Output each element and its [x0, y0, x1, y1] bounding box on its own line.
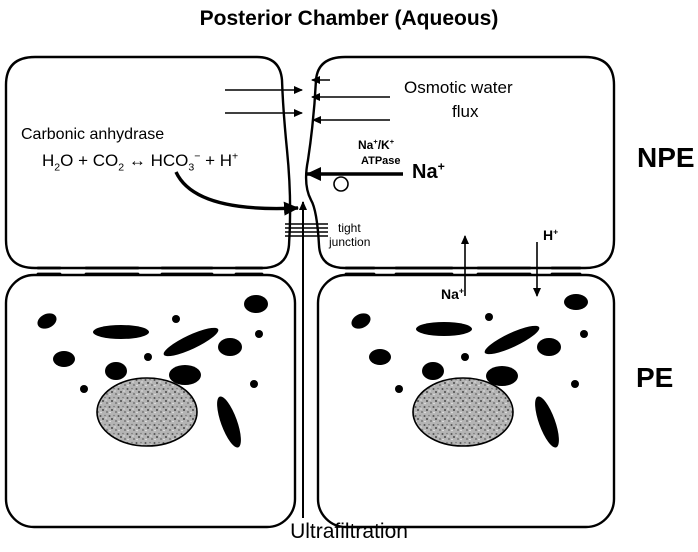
pe-layer-label: PE [636, 362, 674, 393]
enzyme-label: Carbonic anhydrase [21, 126, 165, 143]
sodium-large-label: Na+ [412, 159, 445, 183]
diagram-title: Posterior Chamber (Aqueous) [199, 7, 499, 30]
pe-left-organelles [37, 295, 268, 448]
pe-left-nucleus [96, 377, 198, 447]
na-k-atpase-pump-icon [333, 176, 349, 192]
npe-layer-label: NPE [637, 142, 695, 173]
pe-right-nucleus [412, 377, 514, 447]
ultrafiltration-label: Ultrafiltration [290, 520, 408, 543]
tight-junction-lines [285, 223, 328, 237]
na-k-pump-label: Na+/K+ [358, 137, 395, 152]
bicarbonate-transport-arrow [174, 171, 299, 216]
exchanger-proton-label: H+ [543, 226, 559, 243]
npe-cell-left [4, 55, 292, 270]
reaction-equation: H2O + CO2 ↔ HCO3− + H+ [42, 150, 239, 174]
pe-right-organelles [351, 294, 588, 448]
osmotic-flux-arrows [225, 76, 390, 124]
tight-junction-label-line2: junction [329, 235, 371, 249]
npe-cell-right [304, 55, 616, 270]
tight-junction-label-line1: tight [338, 221, 361, 235]
exchanger-sodium-label: Na+ [441, 285, 464, 302]
atpase-label: ATPase [361, 155, 401, 167]
osmotic-label-line1: Osmotic water [404, 78, 513, 97]
osmotic-label-line2: flux [452, 102, 479, 121]
